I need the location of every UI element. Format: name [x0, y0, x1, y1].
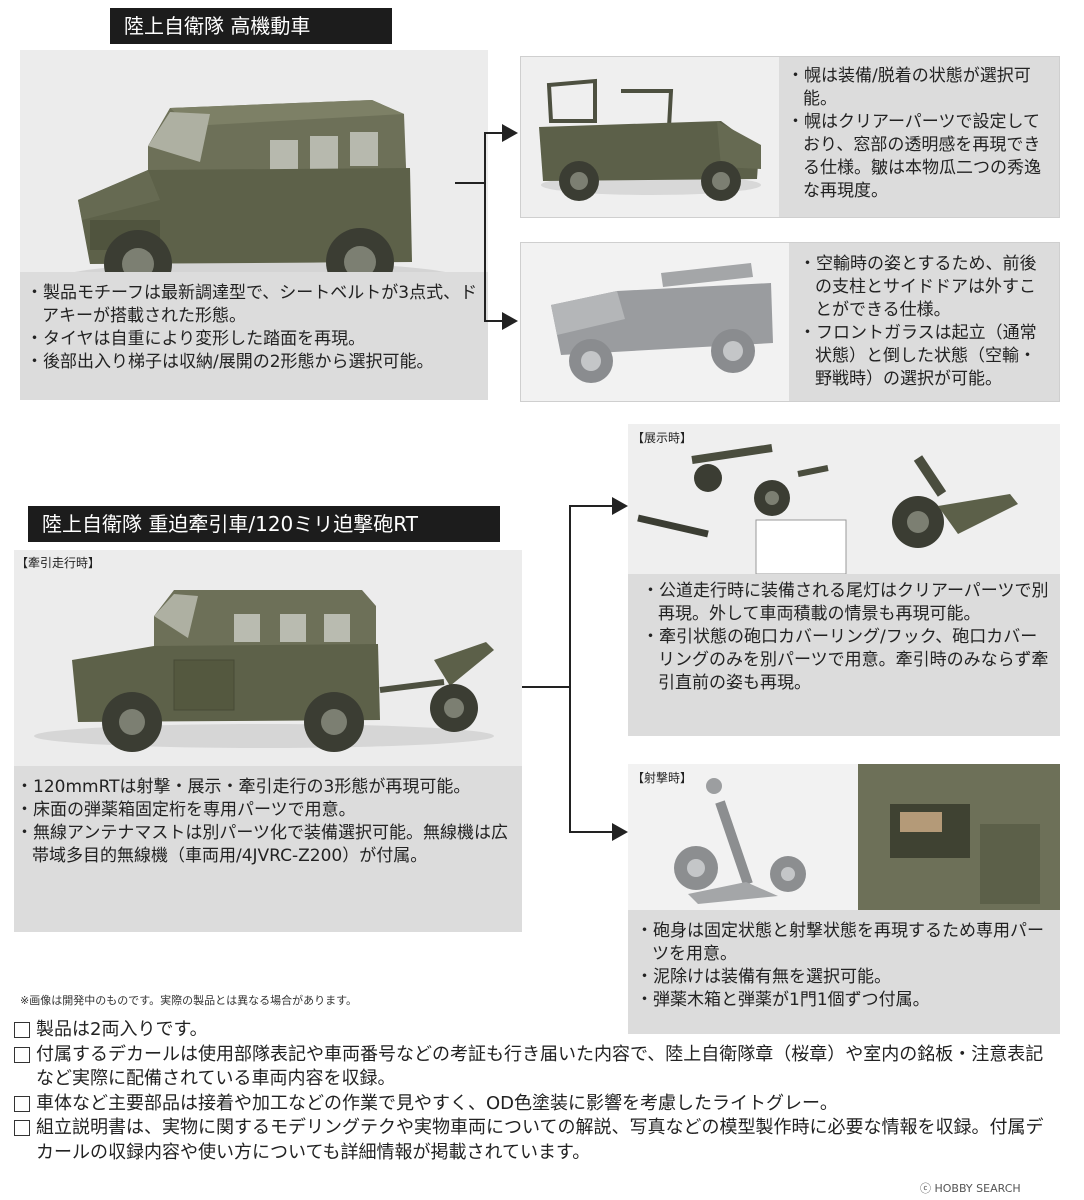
connector-line: [569, 831, 615, 833]
firing-label: 【射撃時】: [632, 771, 693, 785]
display-bullet-list: 公道走行時に装備される尾灯はクリアーパーツで別再現。外して車両積載の情景も再現可…: [628, 574, 1060, 695]
connector-line: [484, 132, 506, 134]
footer-checklist: 製品は2両入りです。 付属するデカールは使用部隊表記や車両番号などの考証も行き届…: [14, 1018, 1050, 1165]
display-text-panel: 公道走行時に装備される尾灯はクリアーパーツで別再現。外して車両積載の情景も再現可…: [628, 574, 1060, 736]
airlift-bullet: 空輸時の姿とするため、前後の支柱とサイドドアは外すことができる仕様。: [799, 253, 1051, 322]
section1-title: 陸上自衛隊 高機動車: [110, 8, 392, 44]
watermark: ⓒ HOBBY SEARCH: [920, 1180, 1021, 1196]
hmv-main-bullet-list: 製品モチーフは最新調達型で、シートベルトが3点式、ドアキーが搭載された形態。 タ…: [20, 272, 488, 374]
development-note: ※画像は開発中のものです。実際の製品とは異なる場合があります。: [20, 994, 358, 1007]
connector-line: [569, 505, 615, 507]
firing-bullet: 砲身は固定状態と射撃状態を再現するため専用パーツを用意。: [636, 920, 1052, 966]
hmv-open-top-illustration: [521, 57, 779, 217]
connector-line: [569, 505, 571, 833]
airlift-panel: 空輸時の姿とするため、前後の支柱とサイドドアは外すことができる仕様。 フロントガ…: [520, 242, 1060, 402]
connector-line: [522, 686, 570, 688]
hmv-airlift-photo: [521, 243, 789, 401]
hmv-main-bullet: 後部出入り梯子は収納/展開の2形態から選択可能。: [26, 351, 478, 374]
firing-bullet: 弾薬木箱と弾薬が1門1個ずつ付属。: [636, 989, 1052, 1012]
tow-text-panel: 120mmRTは射撃・展示・牽引走行の3形態が再現可能。 床面の弾薬箱固定桁を専…: [14, 766, 522, 932]
footer-item: 組立説明書は、実物に関するモデリングテクや実物車両についての解説、写真などの模型…: [14, 1116, 1050, 1165]
firing-bullet-list: 砲身は固定状態と射撃状態を再現するため専用パーツを用意。 泥除けは装備有無を選択…: [628, 910, 1060, 1012]
footer-item: 製品は2両入りです。: [14, 1018, 1050, 1043]
copyright-icon: ⓒ: [920, 1182, 931, 1195]
tow-label: 【牽引走行時】: [16, 556, 101, 570]
display-label: 【展示時】: [632, 431, 693, 445]
hmv-open-top-photo: [521, 57, 779, 217]
airlift-bullet: フロントガラスは起立（通常状態）と倒した状態（空輸・野戦時）の選択が可能。: [799, 322, 1051, 391]
connector-line: [484, 320, 506, 322]
watermark-text: HOBBY SEARCH: [934, 1182, 1021, 1195]
canopy-bullet-list: 幌は装備/脱着の状態が選択可能。 幌はクリアーパーツで設定しており、窓部の透明感…: [779, 57, 1059, 203]
arrow-right-icon: [502, 124, 518, 142]
section2-title: 陸上自衛隊 重迫牽引車/120ミリ迫撃砲RT: [28, 506, 500, 542]
footer-item: 車体など主要部品は接着や加工などの作業で見やすく、OD色塗装に影響を考慮したライ…: [14, 1092, 1050, 1117]
display-bullet: 牽引状態の砲口カバーリング/フック、砲口カバーリングのみを別パーツで用意。牽引時…: [642, 626, 1052, 695]
mortar-display-illustration: [628, 424, 1060, 574]
canopy-bullet: 幌は装備/脱着の状態が選択可能。: [787, 65, 1049, 111]
tow-bullet: 無線アンテナマストは別パーツ化で装備選択可能。無線機は広帯域多目的無線機（車両用…: [16, 822, 512, 868]
airlift-bullet-list: 空輸時の姿とするため、前後の支柱とサイドドアは外すことができる仕様。 フロントガ…: [789, 243, 1059, 391]
hmv-airlift-illustration: [521, 243, 789, 401]
firing-text-panel: 砲身は固定状態と射撃状態を再現するため専用パーツを用意。 泥除けは装備有無を選択…: [628, 910, 1060, 1034]
arrow-right-icon: [612, 497, 628, 515]
display-panel: 【展示時】 公道走行時に装備される尾灯はクリアーパーツで別再現。外して車両積載の…: [628, 424, 1060, 736]
display-bullet: 公道走行時に装備される尾灯はクリアーパーツで別再現。外して車両積載の情景も再現可…: [642, 580, 1052, 626]
tow-bullet-list: 120mmRTは射撃・展示・牽引走行の3形態が再現可能。 床面の弾薬箱固定桁を専…: [14, 766, 522, 868]
hmv-main-text-panel: 製品モチーフは最新調達型で、シートベルトが3点式、ドアキーが搭載された形態。 タ…: [20, 272, 488, 400]
tow-vehicle-illustration: [14, 550, 522, 790]
hmv-main-photo: [20, 50, 488, 400]
hmv-main-bullet: 製品モチーフは最新調達型で、シートベルトが3点式、ドアキーが搭載された形態。: [26, 282, 478, 328]
firing-panel: 【射撃時】 砲身は固定状態と射撃状態を再現するため専用パーツを用意。 泥除けは装…: [628, 764, 1060, 1034]
hmv-main-bullet: タイヤは自重により変形した踏面を再現。: [26, 328, 478, 351]
arrow-right-icon: [612, 823, 628, 841]
connector-line: [484, 132, 486, 322]
airlift-text-panel: 空輸時の姿とするため、前後の支柱とサイドドアは外すことができる仕様。 フロントガ…: [789, 243, 1059, 401]
mortar-firing-illustration: [628, 764, 1060, 910]
firing-bullet: 泥除けは装備有無を選択可能。: [636, 966, 1052, 989]
canopy-bullet: 幌はクリアーパーツで設定しており、窓部の透明感を再現できる仕様。皺は本物瓜二つの…: [787, 111, 1049, 203]
footer-item: 付属するデカールは使用部隊表記や車両番号などの考証も行き届いた内容で、陸上自衛隊…: [14, 1043, 1050, 1092]
tow-photo-panel: 【牽引走行時】 120mmRTは射撃・展示・牽引走行の3形態が再現可能。 床面の…: [14, 550, 522, 932]
tow-bullet: 120mmRTは射撃・展示・牽引走行の3形態が再現可能。: [16, 776, 512, 799]
connector-line: [455, 182, 485, 184]
tow-bullet: 床面の弾薬箱固定桁を専用パーツで用意。: [16, 799, 512, 822]
canopy-text-panel: 幌は装備/脱着の状態が選択可能。 幌はクリアーパーツで設定しており、窓部の透明感…: [779, 57, 1059, 217]
arrow-right-icon: [502, 312, 518, 330]
canopy-panel: 幌は装備/脱着の状態が選択可能。 幌はクリアーパーツで設定しており、窓部の透明感…: [520, 56, 1060, 218]
